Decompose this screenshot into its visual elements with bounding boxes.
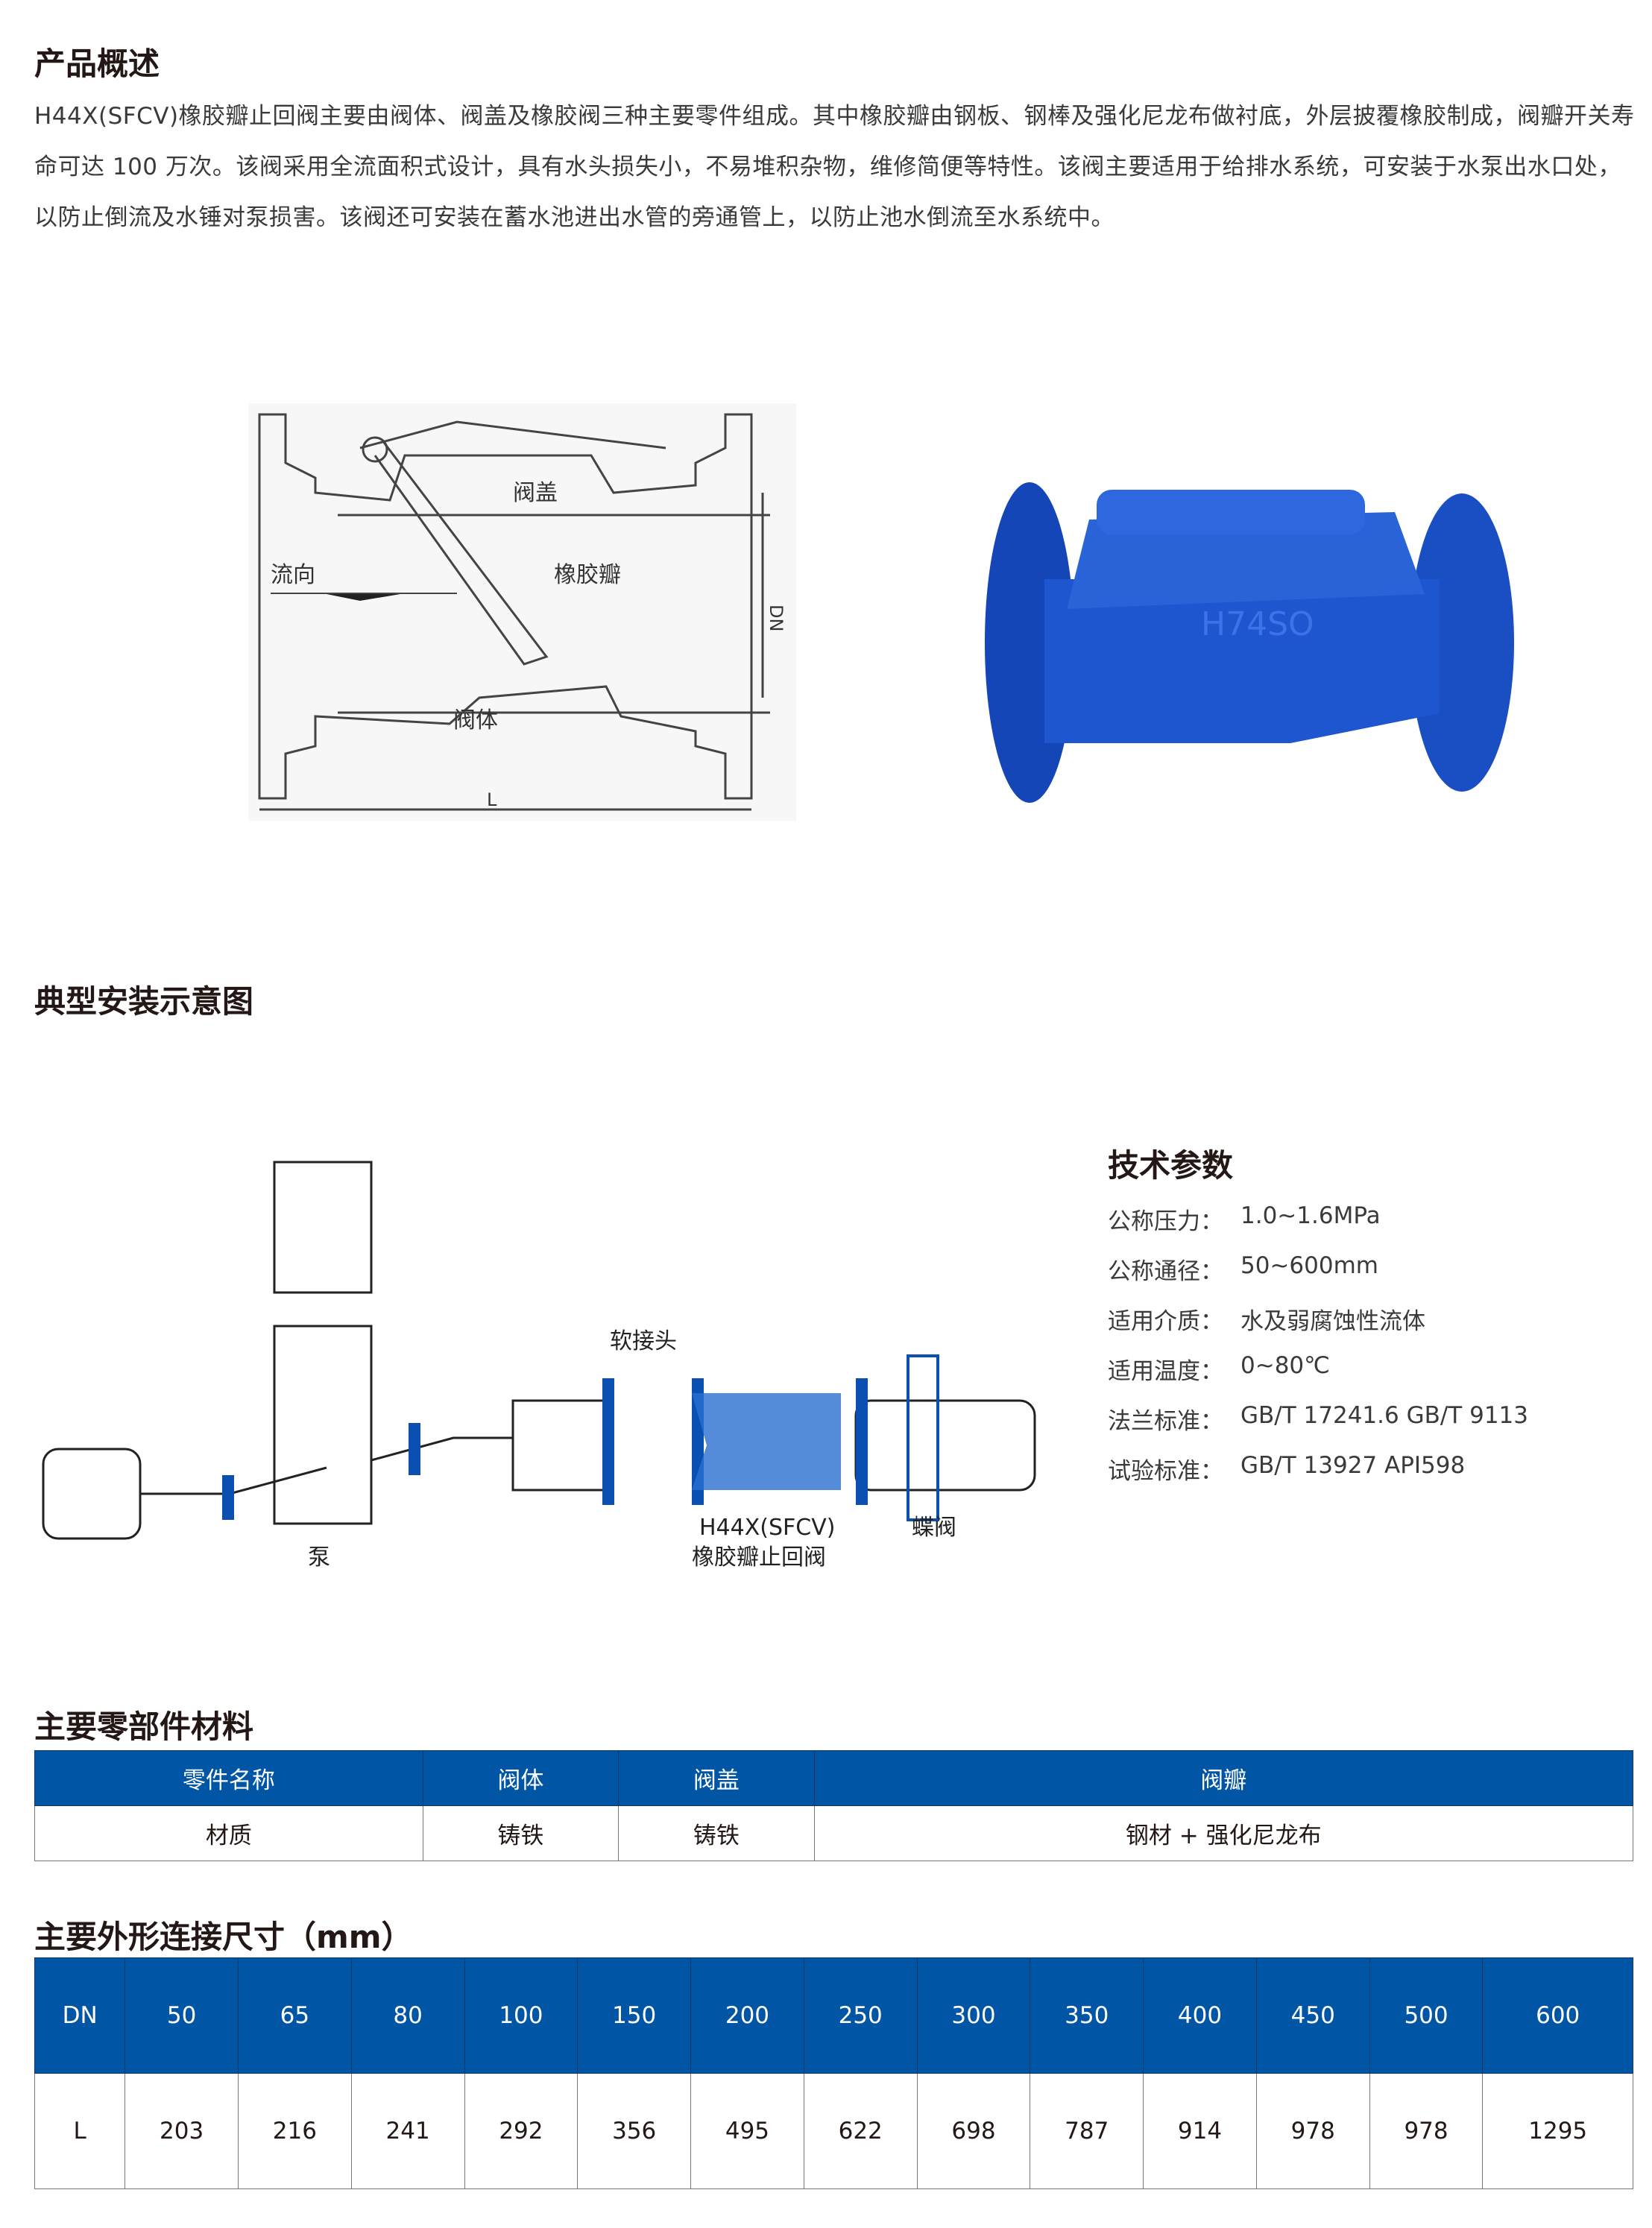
dimensions-title: 主要外形连接尺寸（mm）: [34, 1919, 413, 1955]
length-cell: 698: [916, 2073, 1031, 2189]
dn-cell: 50: [124, 1957, 239, 2074]
dn-cell: 65: [237, 1957, 352, 2074]
overview-text: H44X(SFCV)橡胶瓣止回阀主要由阀体、阀盖及橡胶阀三种主要零件组成。其中橡…: [34, 103, 1635, 231]
label-check-valve: 橡胶瓣止回阀: [692, 1544, 826, 1571]
dn-cell: 200: [690, 1957, 804, 2074]
dn-cell: 450: [1255, 1957, 1370, 2074]
length-cell: 914: [1143, 2073, 1257, 2189]
dn-cell: 600: [1482, 1957, 1633, 2074]
valve-section-drawing: 阀盖 流向 橡胶瓣 阀体 DN L: [248, 403, 796, 821]
param-row: 法兰标准：GB/T 17241.6 GB/T 9113: [1108, 1402, 1528, 1435]
length-cell: 787: [1030, 2073, 1144, 2189]
tech-params: 技术参数 公称压力：1.0~1.6MPa 公称通径：50~600mm 适用介质：…: [1108, 1140, 1528, 1502]
dn-cell: 350: [1030, 1957, 1144, 2074]
length-cell: 241: [350, 2073, 465, 2189]
label-flow: 流向: [271, 562, 315, 588]
label-butterfly: 蝶阀: [912, 1515, 956, 1541]
param-row: 适用介质：水及弱腐蚀性流体: [1108, 1308, 1425, 1335]
label-dn: DN: [766, 605, 786, 631]
materials-title: 主要零部件材料: [34, 1708, 254, 1745]
param-row: 公称通径：50~600mm: [1108, 1252, 1378, 1285]
table-header-row: 零件名称阀体阀盖阀瓣: [34, 1750, 1634, 1806]
materials-table: 零件名称阀体阀盖阀瓣 材质铸铁铸铁钢材 + 强化尼龙布: [34, 1750, 1634, 1861]
dn-cell: DN: [34, 1957, 126, 2074]
dn-cell: 400: [1143, 1957, 1257, 2074]
length-cell: 622: [803, 2073, 918, 2189]
dn-cell: 100: [464, 1957, 578, 2074]
installation-diagram: 软接头 H44X(SFCV) 橡胶瓣止回阀 蝶阀 泵: [42, 1161, 1036, 1571]
length-cell: 356: [577, 2073, 692, 2189]
tech-title: 技术参数: [1108, 1147, 1234, 1184]
length-cell: 978: [1369, 2073, 1484, 2189]
dn-cell: 80: [350, 1957, 465, 2074]
dn-cell: 150: [577, 1957, 692, 2074]
param-row: 试验标准：GB/T 13927 API598: [1108, 1452, 1466, 1485]
length-cell: 1295: [1482, 2073, 1633, 2189]
overview-title: 产品概述: [34, 45, 160, 82]
label-body: 阀体: [453, 707, 498, 733]
dn-cell: 500: [1369, 1957, 1484, 2074]
param-row: 公称压力：1.0~1.6MPa: [1108, 1202, 1381, 1235]
length-cell: 292: [464, 2073, 578, 2189]
label-disc: 橡胶瓣: [554, 562, 621, 588]
label-model: H44X(SFCV): [699, 1515, 835, 1541]
param-row: 适用温度：0~80℃: [1108, 1352, 1330, 1385]
length-cell: 495: [690, 2073, 804, 2189]
label-l: L: [487, 789, 497, 810]
valve-photo: H74SO: [985, 482, 1514, 803]
dn-cell: 300: [916, 1957, 1031, 2074]
length-cell: L: [34, 2073, 126, 2189]
label-pump: 泵: [308, 1544, 330, 1571]
install-title: 典型安装示意图: [34, 983, 254, 1020]
length-cell: 978: [1255, 2073, 1370, 2189]
dn-cell: 250: [803, 1957, 918, 2074]
casting-mark: H74SO: [1201, 605, 1314, 643]
label-cover: 阀盖: [513, 480, 558, 506]
label-joint: 软接头: [610, 1328, 677, 1354]
length-cell: 216: [237, 2073, 352, 2189]
length-cell: 203: [124, 2073, 239, 2189]
table-row: 材质铸铁铸铁钢材 + 强化尼龙布: [34, 1805, 1634, 1861]
